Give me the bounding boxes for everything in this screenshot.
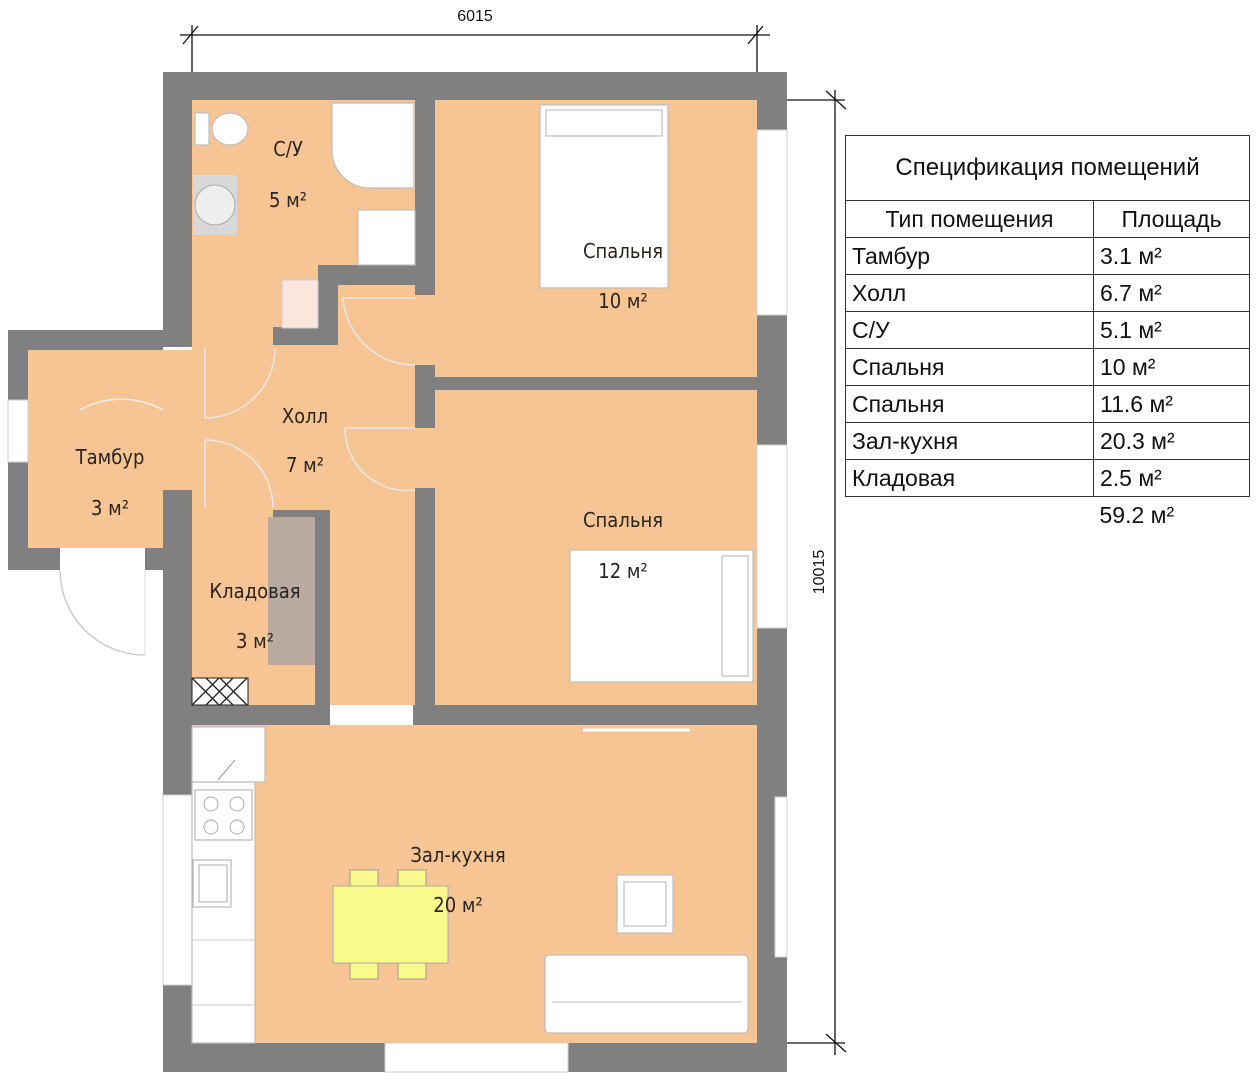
room-type: Тамбур	[845, 237, 1094, 275]
crosshatch-icon	[191, 677, 249, 706]
room-type: Холл	[845, 274, 1094, 312]
spec-table-title: Спецификация помещений	[845, 135, 1250, 201]
room-area: 6.7 м²	[1093, 274, 1250, 312]
room-name-bedroom-2: Спальня	[583, 508, 663, 532]
room-area-living-kitchen: 20 м²	[433, 893, 482, 917]
room-area-hall: 7 м²	[286, 453, 324, 477]
bed-2	[569, 549, 754, 683]
room-name-living-kitchen: Зал-кухня	[410, 843, 505, 867]
room-type: С/У	[845, 311, 1094, 349]
sofa	[544, 954, 749, 1034]
bathroom-fixtures	[193, 102, 416, 329]
room-area-bathroom: 5 м²	[269, 188, 307, 212]
room-type: Спальня	[845, 348, 1094, 386]
room-area: 3.1 м²	[1093, 237, 1250, 275]
room-area-vestibule: 3 м²	[91, 496, 129, 520]
room-type: Кладовая	[845, 459, 1094, 497]
height-label: 10015	[811, 550, 828, 595]
room-area: 5.1 м²	[1093, 311, 1250, 349]
width-label: 6015	[457, 8, 493, 25]
toilet-icon	[211, 112, 249, 146]
total-area: 59.2 м²	[1099, 501, 1175, 528]
stove-icon	[194, 789, 253, 841]
room-area-storage: 3 м²	[236, 629, 274, 653]
room-area: 10 м²	[1093, 348, 1250, 386]
room-name-storage: Кладовая	[209, 579, 300, 603]
dining-table	[332, 869, 449, 980]
room-type: Зал-кухня	[845, 422, 1094, 460]
doors	[59, 297, 416, 656]
room-area: 11.6 м²	[1093, 385, 1250, 423]
doorway	[330, 705, 413, 725]
windows	[7, 129, 788, 1073]
ottoman	[616, 874, 674, 934]
room-name-bedroom-1: Спальня	[583, 239, 663, 263]
header-room-type: Тип помещения	[845, 200, 1094, 238]
room-area-bedroom-1: 10 м²	[598, 289, 647, 313]
kitchen-counter	[191, 726, 266, 1044]
shower-icon	[331, 102, 415, 189]
header-area: Площадь	[1093, 200, 1250, 238]
room-name-bathroom: С/У	[273, 137, 303, 161]
sink-icon	[192, 859, 232, 908]
room-area-bedroom-2: 12 м²	[598, 559, 647, 583]
toilet-tank	[194, 112, 210, 146]
room-spec-table: Спецификация помещений Тип помещения Пло…	[845, 135, 1250, 533]
room-area: 2.5 м²	[1093, 459, 1250, 497]
room-name-vestibule: Тамбур	[75, 445, 145, 469]
storage-shelf	[268, 517, 315, 665]
bed-1	[539, 104, 669, 289]
room-type: Спальня	[845, 385, 1094, 423]
room-area: 20.3 м²	[1093, 422, 1250, 460]
room-name-hall: Холл	[282, 404, 328, 428]
